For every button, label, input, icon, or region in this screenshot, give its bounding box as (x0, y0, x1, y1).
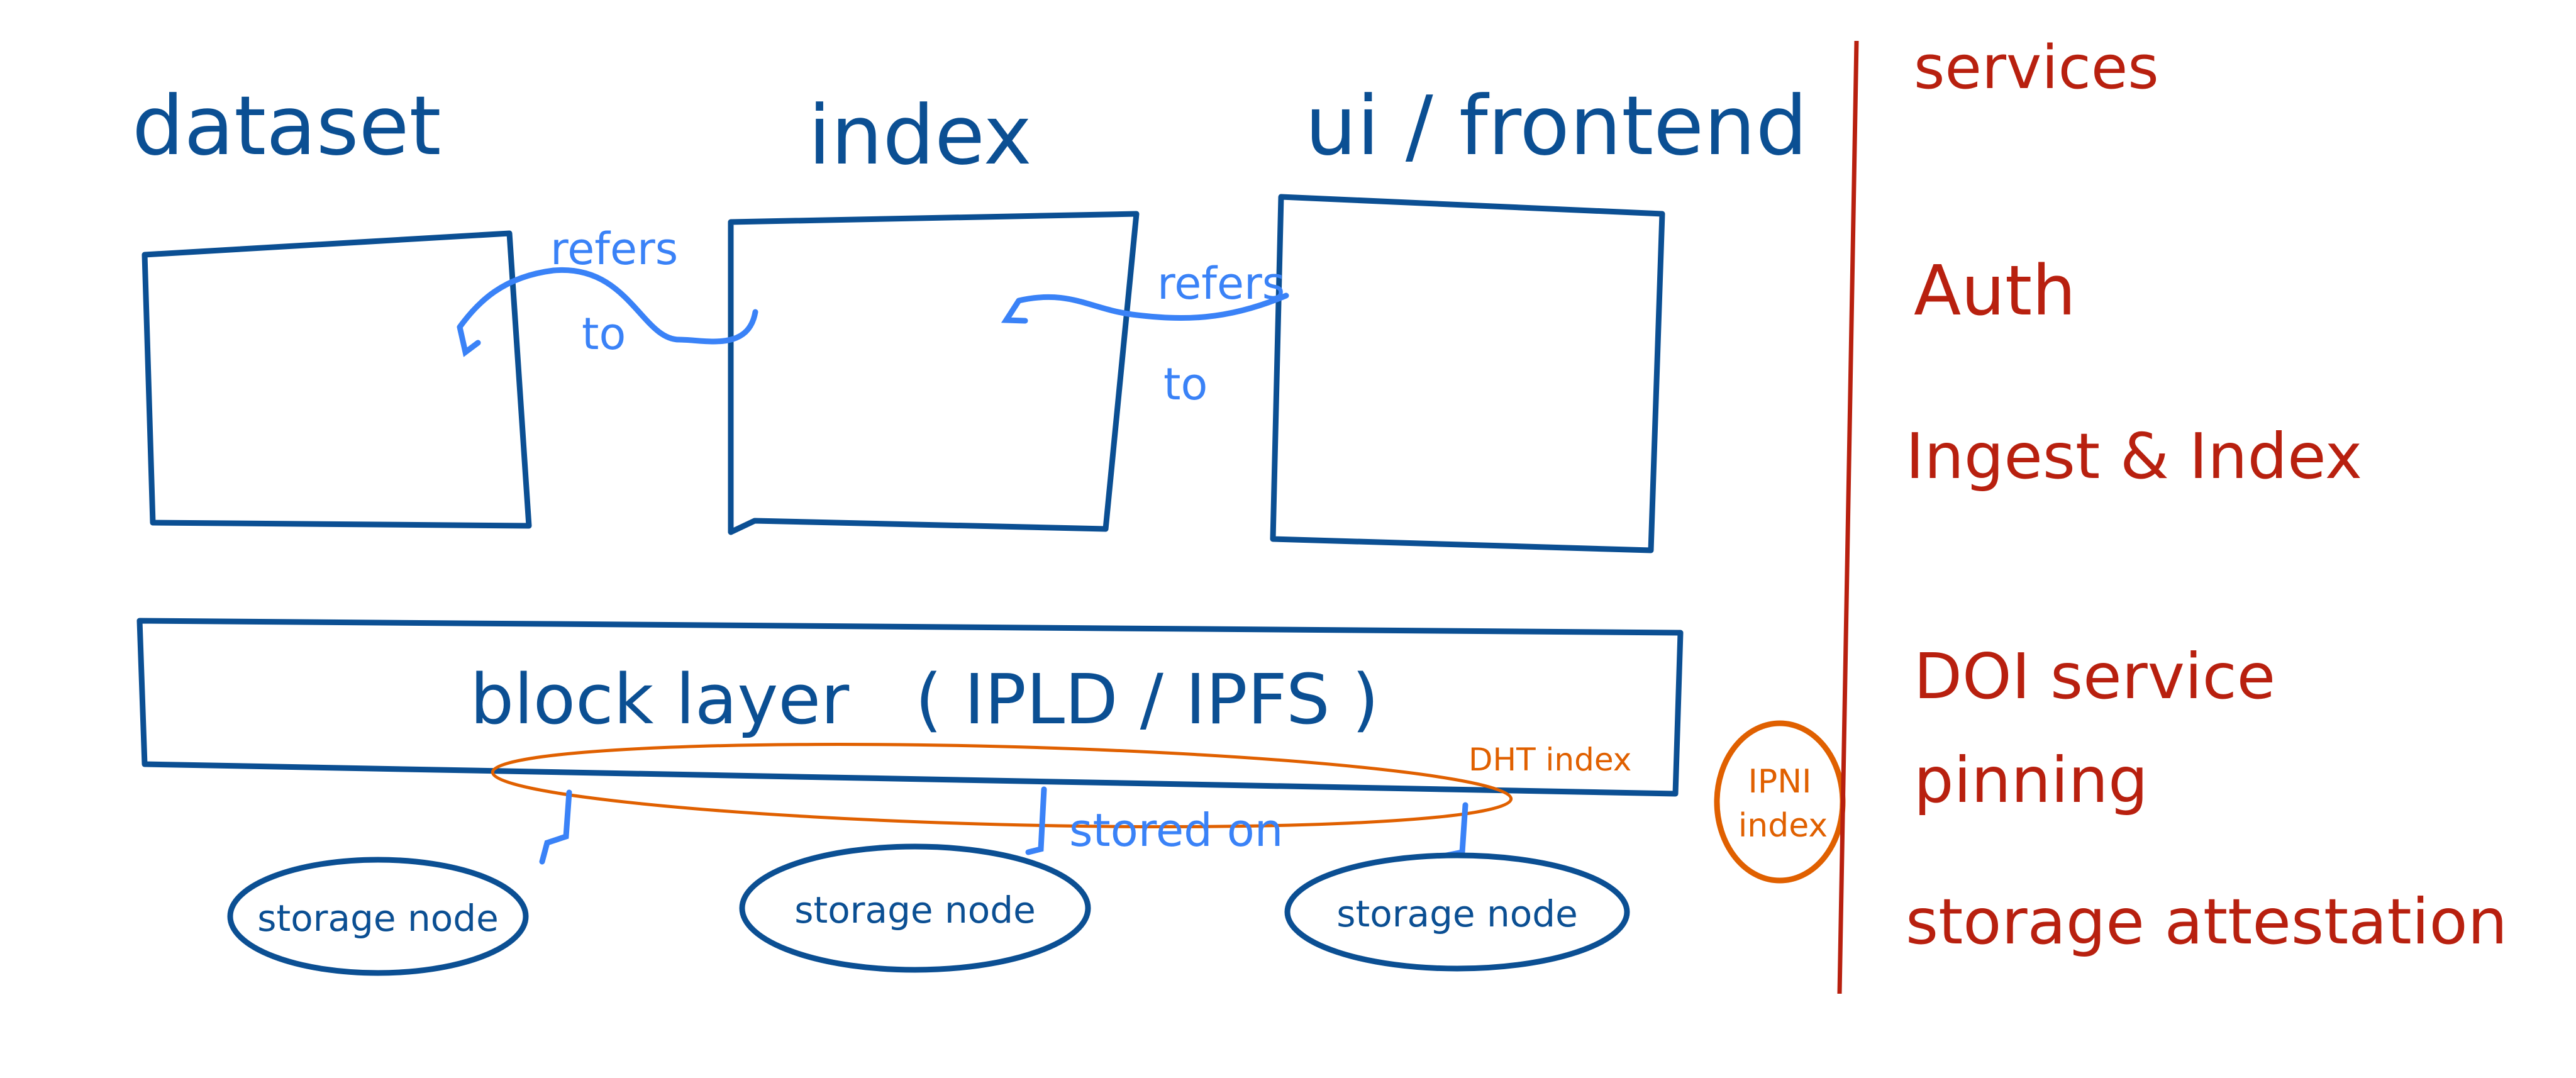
service-storage-attestation: storage attestation (1906, 885, 2507, 959)
refers-label: refers (550, 223, 678, 275)
dht-index-ellipse (491, 742, 1513, 829)
storage-node-1 (227, 857, 529, 976)
services-title: services (1914, 33, 2159, 103)
frontend-label: ui / frontend (1305, 78, 1807, 174)
services-divider (1837, 40, 1859, 994)
stored-on-arrow (1025, 786, 1047, 855)
ipni-index-label: index (1738, 807, 1828, 845)
refers-arrow-frontend-index (1001, 292, 1289, 324)
stored-on-arrow (539, 789, 572, 865)
storage-node-2 (739, 843, 1091, 973)
storage-node-label: storage node (794, 889, 1036, 931)
block-layer-box (136, 618, 1684, 797)
refers-label: refers (1157, 258, 1285, 309)
service-doi: DOI service (1914, 640, 2275, 713)
to-label: to (1163, 358, 1208, 410)
dht-index-label: DHT index (1468, 742, 1631, 778)
storage-node-label: storage node (257, 897, 499, 940)
index-label: index (808, 87, 1032, 183)
service-pinning: pinning (1914, 743, 2148, 817)
block-layer-label: block layer ( IPLD / IPFS ) (470, 659, 1379, 740)
to-label: to (582, 308, 626, 360)
index-box (728, 211, 1140, 535)
stored-on-label: stored on (1069, 804, 1283, 857)
service-ingest-index: Ingest & Index (1906, 420, 2362, 493)
ipni-label: IPNI (1748, 763, 1812, 801)
stored-on-arrow (1443, 802, 1468, 859)
storage-node-3 (1284, 852, 1630, 972)
service-auth: Auth (1914, 250, 2076, 331)
dataset-label: dataset (132, 78, 441, 174)
dataset-box (142, 230, 532, 529)
storage-node-label: storage node (1336, 892, 1578, 935)
refers-arrow-index-dataset (457, 267, 758, 357)
frontend-box (1270, 194, 1665, 553)
ipni-index-circle (1714, 720, 1846, 884)
